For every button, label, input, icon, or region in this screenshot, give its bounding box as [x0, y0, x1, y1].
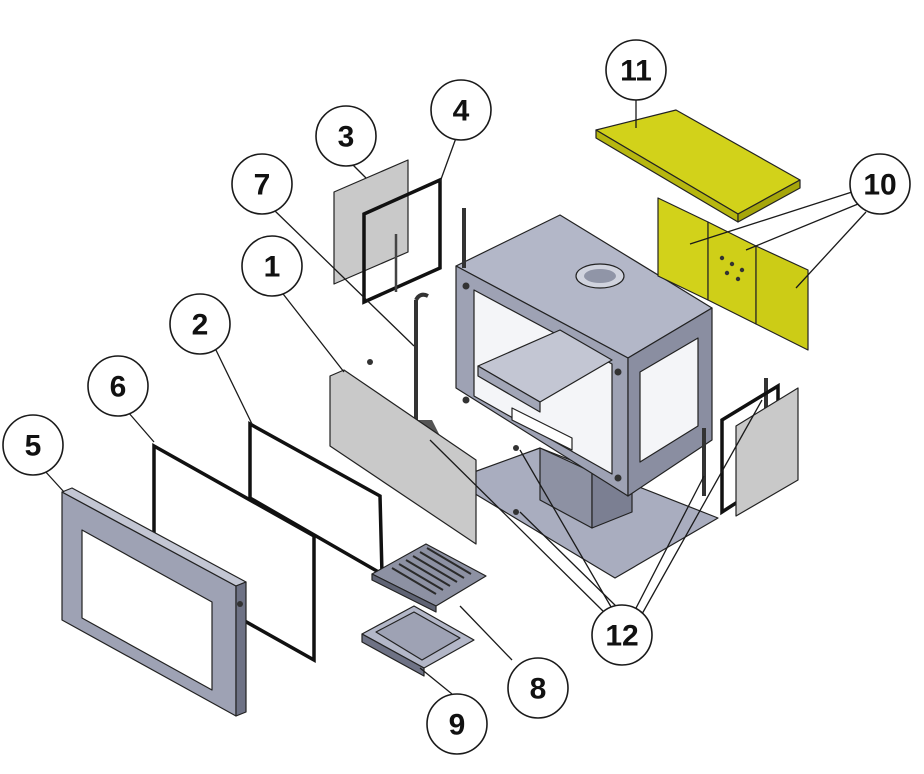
- panel-hole: [735, 276, 741, 282]
- callout-circle: [605, 39, 667, 101]
- stove-bolt: [462, 396, 470, 404]
- part-8-grate: [371, 543, 487, 607]
- callout-part-9: 9: [426, 693, 488, 755]
- callout-number: 9: [449, 709, 466, 742]
- callout-number: 1: [264, 251, 281, 284]
- screw: [513, 445, 519, 451]
- callout-part-8: 8: [507, 657, 569, 719]
- part-1-front-glass: [329, 369, 477, 545]
- callout-part-4: 4: [430, 79, 492, 141]
- part-4-side-seal: [362, 177, 442, 305]
- part-5-door-frame-side: [235, 581, 247, 717]
- callout-circle: [430, 79, 492, 141]
- part-10-panel: [707, 221, 757, 325]
- callout-number: 11: [620, 55, 652, 88]
- part-11-top-board-side: [737, 179, 801, 223]
- callout-number: 6: [110, 371, 127, 404]
- part-8-grate-edge: [371, 573, 437, 613]
- panel-hole: [719, 255, 725, 261]
- callout-circle: [231, 153, 293, 215]
- leader-lines: [43, 96, 867, 695]
- callout-number: 4: [453, 95, 470, 128]
- door-hinge-pin: [237, 601, 243, 607]
- callout-part-12: 12: [591, 604, 653, 666]
- stove-side-window: [639, 337, 699, 463]
- stove-firebox-back: [477, 365, 541, 413]
- part-6-frame-seal: [152, 443, 316, 663]
- callout-part-11: 11: [605, 39, 667, 101]
- callout-part-6: 6: [87, 355, 149, 417]
- callout-number: 12: [605, 620, 638, 653]
- callout-circle: [87, 355, 149, 417]
- stove-bolt: [462, 282, 470, 290]
- callout-circle: [315, 105, 377, 167]
- callout-circle: [2, 414, 64, 476]
- callout-circle: [507, 657, 569, 719]
- panel-hole: [724, 270, 730, 276]
- part-5-door-frame-window: [81, 529, 213, 691]
- callout-number: 2: [192, 309, 209, 342]
- stove-bolt: [614, 474, 622, 482]
- panel-hole: [739, 267, 745, 273]
- part-10-panel: [755, 245, 809, 351]
- callout-part-3: 3: [315, 105, 377, 167]
- callout-circle: [241, 235, 303, 297]
- part-7-handle-rod: [414, 292, 429, 420]
- callout-circle: [426, 693, 488, 755]
- callout-part-5: 5: [2, 414, 64, 476]
- callout-part-1: 1: [241, 235, 303, 297]
- screw: [513, 509, 519, 515]
- stove-bolt: [614, 368, 622, 376]
- part-9-ash-pan-inner: [375, 611, 461, 661]
- callout-number: 8: [530, 673, 547, 706]
- callout-part-7: 7: [231, 153, 293, 215]
- callout-number: 5: [25, 430, 42, 463]
- callout-circle: [169, 293, 231, 355]
- callout-circle: [591, 604, 653, 666]
- part-8-grate-bars: [391, 547, 472, 595]
- stove-air-slot: [511, 407, 573, 451]
- screw: [367, 359, 373, 365]
- callout-part-2: 2: [169, 293, 231, 355]
- part-9-ash-pan-edge: [361, 633, 425, 677]
- panel-hole: [729, 261, 735, 267]
- callout-number: 3: [338, 121, 355, 154]
- callout-number: 7: [254, 169, 271, 202]
- callout-number: 10: [863, 169, 896, 202]
- flue-collar-hole: [584, 269, 616, 283]
- part-3-side-glass: [333, 159, 409, 285]
- callout-circle: [849, 153, 911, 215]
- callout-part-10: 10: [849, 153, 911, 215]
